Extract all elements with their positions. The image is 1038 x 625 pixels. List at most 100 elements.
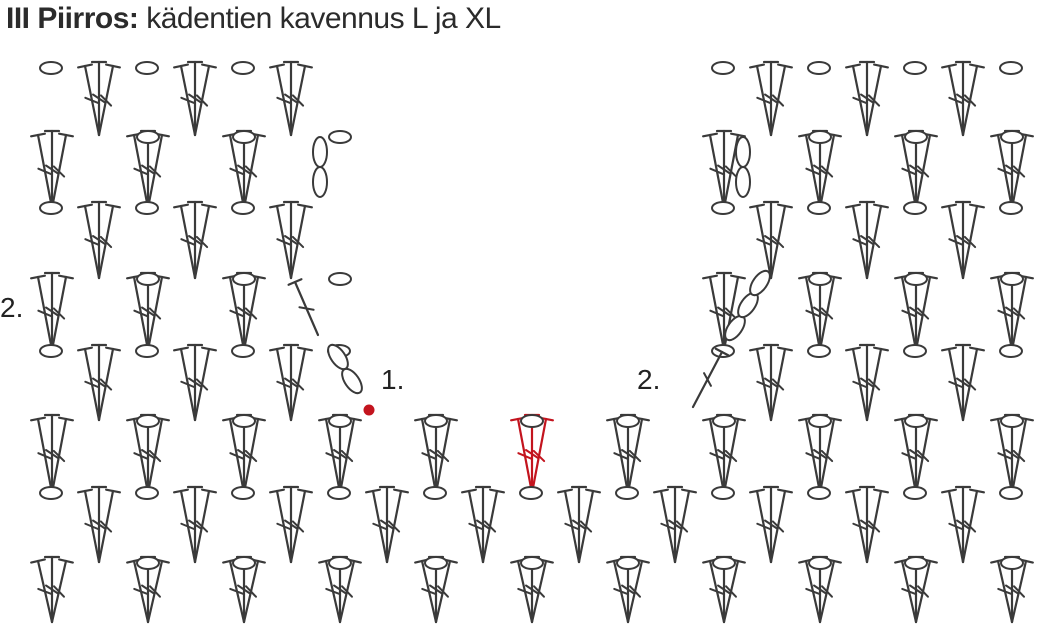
chain-stitch xyxy=(519,486,543,500)
double-crochet xyxy=(173,488,197,564)
double-crochet xyxy=(193,203,217,280)
double-crochet xyxy=(193,346,217,422)
chain-stitch xyxy=(615,486,639,500)
double-crochet xyxy=(287,278,320,337)
row-label-right: 2. xyxy=(637,364,661,395)
double-crochet xyxy=(318,416,342,495)
double-crochet xyxy=(702,274,726,352)
double-crochet xyxy=(90,485,108,564)
double-crochet xyxy=(50,274,74,352)
double-crochet xyxy=(186,60,204,137)
double-crochet xyxy=(762,60,780,137)
chain-stitch xyxy=(712,414,736,428)
double-crochet xyxy=(691,347,730,409)
chain-stitch xyxy=(903,61,927,75)
chain-stitch xyxy=(328,130,352,144)
double-crochet xyxy=(845,203,869,280)
chain-stitch xyxy=(423,486,447,500)
chain-stitch xyxy=(999,201,1023,215)
chain-stitch xyxy=(231,201,255,215)
double-crochet xyxy=(282,343,300,422)
chain-stitch xyxy=(328,414,352,428)
double-crochet xyxy=(289,203,313,280)
double-crochet xyxy=(954,343,972,422)
double-crochet xyxy=(414,416,438,495)
double-crochet xyxy=(858,60,876,137)
row-label-left: 2. xyxy=(0,292,24,323)
chain-stitch xyxy=(807,486,831,500)
double-crochet xyxy=(653,488,677,564)
double-crochet xyxy=(289,346,313,422)
double-crochet xyxy=(715,271,733,352)
chart-title: III Piirros: kädentien kavennus L ja XL xyxy=(6,2,501,36)
double-crochet xyxy=(282,60,300,137)
chain-stitch xyxy=(135,486,159,500)
double-crochet xyxy=(954,200,972,280)
chain-stitch xyxy=(711,486,735,500)
double-crochet xyxy=(77,488,101,564)
double-crochet xyxy=(43,129,61,210)
double-crochet xyxy=(798,132,822,210)
chain-stitch xyxy=(999,486,1023,500)
double-crochet xyxy=(97,488,121,564)
double-crochet xyxy=(954,60,972,137)
chain-stitch xyxy=(39,61,63,75)
double-crochet xyxy=(97,203,121,280)
double-crochet xyxy=(858,343,876,422)
chain-stitch xyxy=(808,272,832,286)
chain-stitch xyxy=(39,344,63,358)
double-crochet xyxy=(43,271,61,352)
double-crochet xyxy=(90,343,108,422)
double-crochet xyxy=(385,488,409,564)
double-crochet xyxy=(30,416,54,495)
double-crochet xyxy=(30,132,54,210)
chain-stitch xyxy=(424,556,448,570)
double-crochet xyxy=(186,200,204,280)
double-crochet xyxy=(894,274,918,352)
chain-stitch xyxy=(136,414,160,428)
chain-stitch xyxy=(999,61,1023,75)
double-crochet xyxy=(77,203,101,280)
chain-stitch xyxy=(232,130,256,144)
chain-stitch xyxy=(312,166,328,198)
double-crochet xyxy=(961,203,985,280)
double-crochet xyxy=(845,488,869,564)
double-crochet xyxy=(90,60,108,137)
chain-stitch xyxy=(424,414,448,428)
double-crochet xyxy=(577,488,601,564)
double-crochet xyxy=(702,416,726,495)
double-crochet xyxy=(961,488,985,564)
double-crochet xyxy=(894,132,918,210)
double-crochet xyxy=(557,488,581,564)
double-crochet xyxy=(798,416,822,495)
double-crochet xyxy=(193,63,217,137)
double-crochet xyxy=(749,63,773,137)
chain-stitch xyxy=(328,556,352,570)
chain-stitch xyxy=(808,130,832,144)
chain-stitch xyxy=(903,344,927,358)
chain-stitch xyxy=(136,272,160,286)
double-crochet xyxy=(798,274,822,352)
chain-stitch xyxy=(712,556,736,570)
start-label: 1. xyxy=(381,364,405,395)
chain-stitch xyxy=(312,136,328,168)
double-crochet xyxy=(378,485,396,564)
double-crochet xyxy=(865,346,889,422)
chain-stitch xyxy=(135,61,159,75)
chain-stitch xyxy=(904,272,928,286)
chain-stitch xyxy=(808,414,832,428)
chain-stitch xyxy=(904,130,928,144)
chain-stitch xyxy=(231,61,255,75)
double-crochet xyxy=(941,203,965,280)
double-crochet xyxy=(186,485,204,564)
double-crochet xyxy=(222,416,246,495)
double-crochet xyxy=(43,413,61,495)
double-crochet xyxy=(769,488,793,564)
double-crochet xyxy=(193,488,217,564)
chain-stitch xyxy=(735,166,751,198)
double-crochet xyxy=(365,488,389,564)
double-crochet xyxy=(43,555,61,624)
double-crochet xyxy=(30,558,54,624)
double-crochet xyxy=(673,488,697,564)
chain-stitch xyxy=(616,556,640,570)
